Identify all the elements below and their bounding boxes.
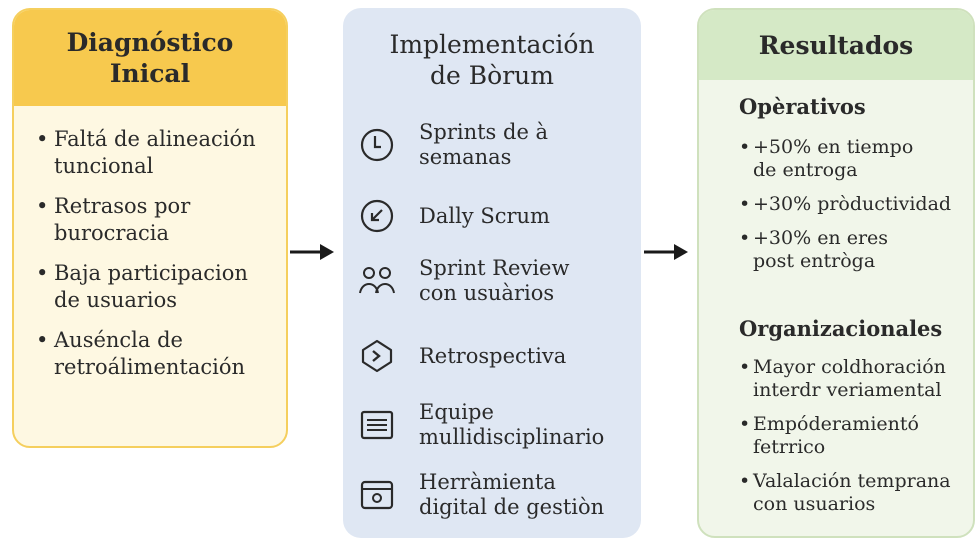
list-item: Retrasos por burocracia: [36, 193, 276, 247]
list-item: +30% en eres post entròga: [739, 227, 969, 273]
operativos-list: +50% en tiempo de entroga +30% pròductiv…: [739, 136, 969, 284]
arrow-right-icon: [644, 244, 688, 260]
impl-item-equipe: Equipe mullidisciplinario: [357, 400, 635, 450]
impl-item-label: Equipe mullidisciplinario: [419, 400, 605, 449]
impl-item-label: Herràmienta digital de gestiòn: [419, 470, 605, 519]
list-item: +30% pròductividad: [739, 193, 969, 216]
implementacion-title: Implementación de Bòrum: [389, 30, 595, 90]
browser-window-icon: [357, 475, 397, 515]
arrow-right-icon: [290, 244, 334, 260]
diagnostico-list: Faltá de alineación tuncional Retrasos p…: [14, 126, 286, 381]
impl-item-daily: Dally Scrum: [357, 196, 635, 236]
resultados-header: Resultados: [699, 10, 973, 80]
list-item: +50% en tiempo de entroga: [739, 136, 969, 182]
organizacionales-list: Mayor coldhoración interdr veriamental E…: [739, 356, 969, 527]
document-lines-icon: [357, 405, 397, 445]
return-arrow-icon: [357, 196, 397, 236]
operativos-title: Opèrativos: [739, 94, 866, 119]
list-item: Auséncla de retroálimentación: [36, 327, 276, 381]
list-item: Baja participacion de usuarios: [36, 260, 276, 314]
impl-item-review: Sprint Review con usuàrios: [357, 256, 635, 306]
resultados-title: Resultados: [758, 30, 914, 60]
resultados-card: Resultados Opèrativos +50% en tiempo de …: [697, 8, 975, 538]
list-item: Empóderamientó fetrrico: [739, 413, 969, 459]
organizacionales-title: Organizacionales: [739, 316, 943, 341]
diagnostico-header: Diagnóstico Inical: [14, 10, 286, 106]
impl-item-herramienta: Herràmienta digital de gestiòn: [357, 470, 635, 520]
impl-item-label: Sprint Review con usuàrios: [419, 256, 570, 305]
impl-item-sprints: Sprints de à semanas: [357, 120, 635, 170]
impl-item-label: Retrospectiva: [419, 343, 567, 368]
implementacion-header: Implementación de Bòrum: [343, 8, 641, 108]
implementacion-card: Implementación de Bòrum Sprints de à sem…: [343, 8, 641, 538]
diagnostico-card: Diagnóstico Inical Faltá de alineación t…: [12, 8, 288, 448]
list-item: Mayor coldhoración interdr veriamental: [739, 356, 969, 402]
users-icon: [357, 261, 397, 301]
impl-item-label: Sprints de à semanas: [419, 120, 549, 169]
list-item: Faltá de alineación tuncional: [36, 126, 276, 180]
impl-item-label: Dally Scrum: [419, 203, 550, 228]
impl-item-retro: Retrospectiva: [357, 336, 635, 376]
chevron-shield-icon: [357, 336, 397, 376]
list-item: Valalación temprana con usuarios: [739, 470, 969, 516]
clock-icon: [357, 125, 397, 165]
diagnostico-title: Diagnóstico Inical: [66, 28, 234, 88]
